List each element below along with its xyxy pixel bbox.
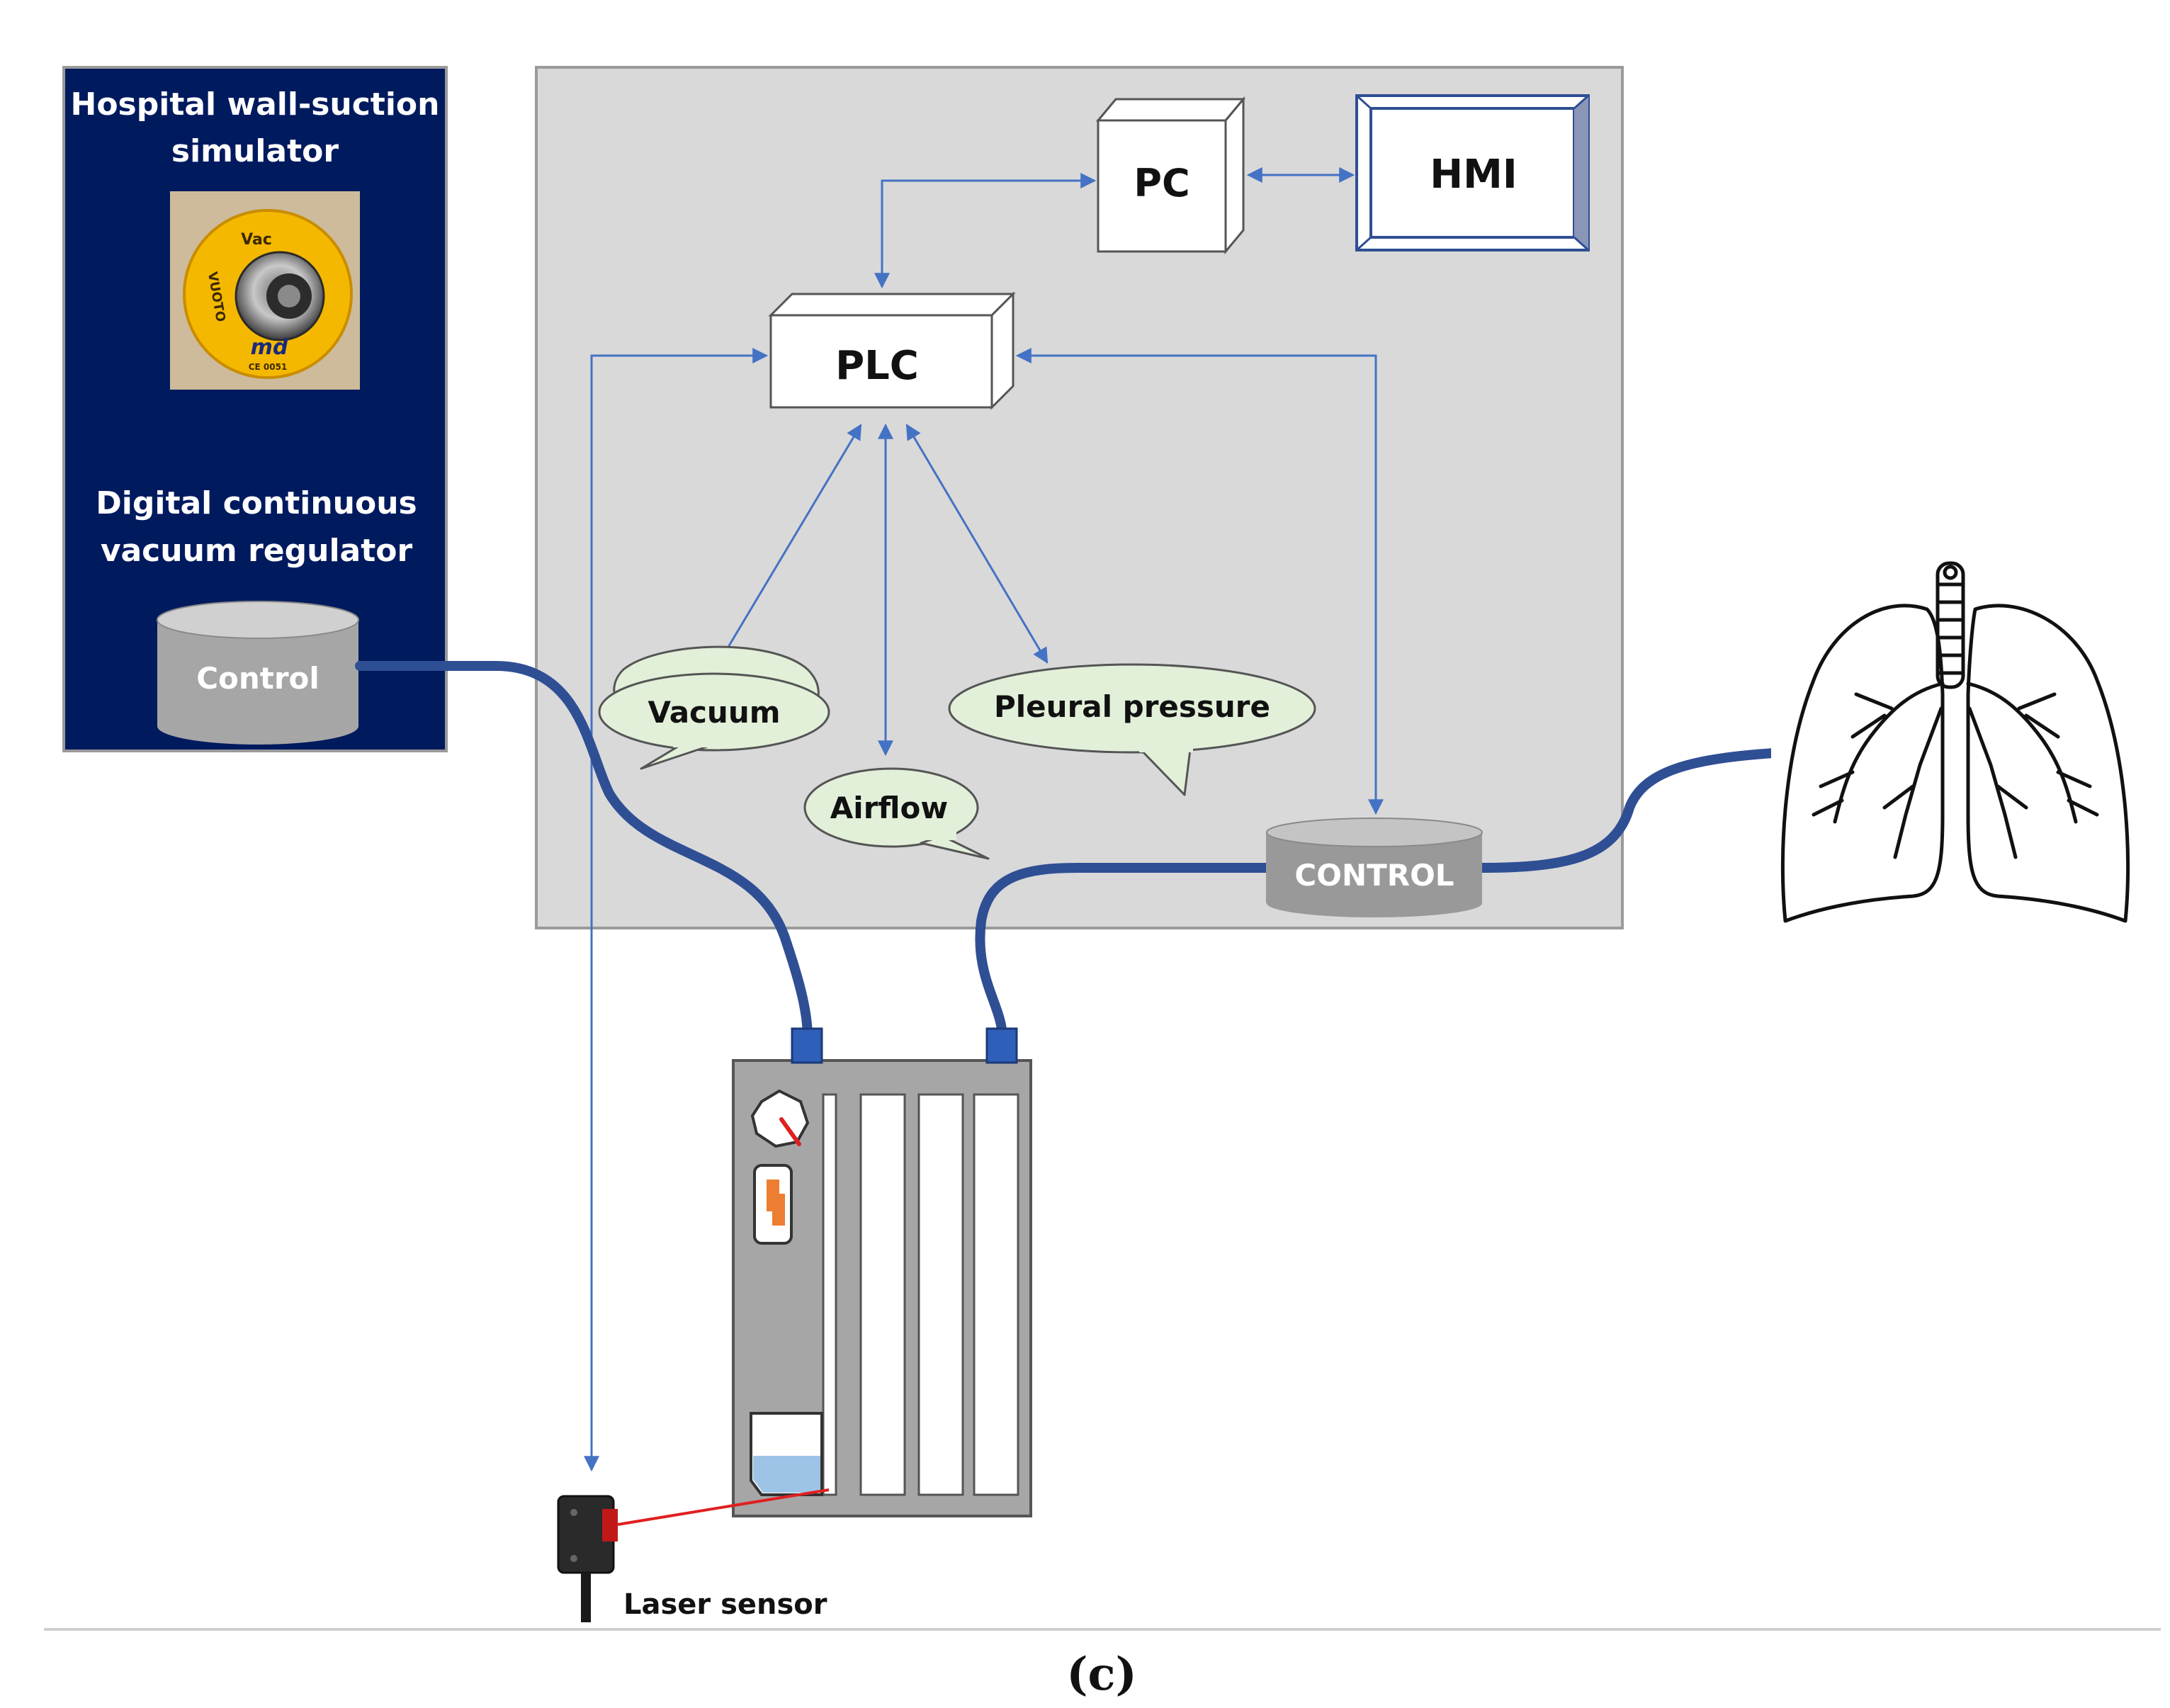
pressure-gauge-icon [750,1089,810,1148]
bubble-pleural-pressure: Pleural pressure [948,663,1316,796]
regulator-control-label: Control [196,661,320,696]
bubble-vacuum-text: Vacuum [648,695,780,730]
wall-suction-outlet-photo: Vac VUOTO md CE 0051 [170,191,360,390]
laser-sensor-icon: Laser sensor [557,1488,830,1622]
bubble-pleural-text: Pleural pressure [994,689,1270,724]
tubing [355,661,1790,1043]
hmi-screen: HMI [1355,94,1590,251]
plc-label: PLC [835,343,919,389]
signal-arrows [584,167,1384,1472]
central-control-label: CONTROL [1294,858,1454,893]
arrow-plc-laser [584,348,769,1472]
plc-box: PLC [768,291,1016,410]
photo-label-vac: Vac [241,231,272,249]
tube-regulator-to-drain [355,661,813,1043]
tube-control-to-lungs [1476,747,1790,873]
photo-label-brand: md [251,335,288,360]
arrow-plc-vacuum [718,424,862,664]
regulator-control-cylinder: Control [157,601,359,745]
regulator-title-line2: vacuum regulator [101,533,413,569]
lungs-icon [1771,553,2154,935]
laser-sensor-label: Laser sensor [623,1588,827,1621]
wall-suction-simulator-panel: Hospital wall-suction simulator Vac VUOT… [62,66,448,752]
simulator-title-line1: Hospital wall-suction [71,86,440,123]
arrow-plc-pleural [905,424,1049,664]
pc-box: PC [1095,96,1246,255]
simulator-title-line2: simulator [171,133,339,169]
central-control-cylinder: CONTROL [1266,818,1483,917]
bubble-airflow: Airflow [803,767,990,860]
arrow-pc-plc [874,173,1097,289]
hmi-label: HMI [1430,152,1517,198]
arrow-plc-control [1015,348,1384,815]
figure-caption: (c) [1066,1648,1137,1701]
photo-label-ce: CE 0051 [249,362,288,372]
laser-beam [617,1488,830,1526]
pc-label: PC [1134,161,1189,205]
bubble-vacuum: Vacuum [598,645,830,770]
regulator-title-line1: Digital continuous [96,485,417,521]
drainage-unit-icon [732,1027,1032,1517]
bubble-airflow-text: Airflow [830,791,948,825]
tube-drain-to-control [975,863,1273,1043]
